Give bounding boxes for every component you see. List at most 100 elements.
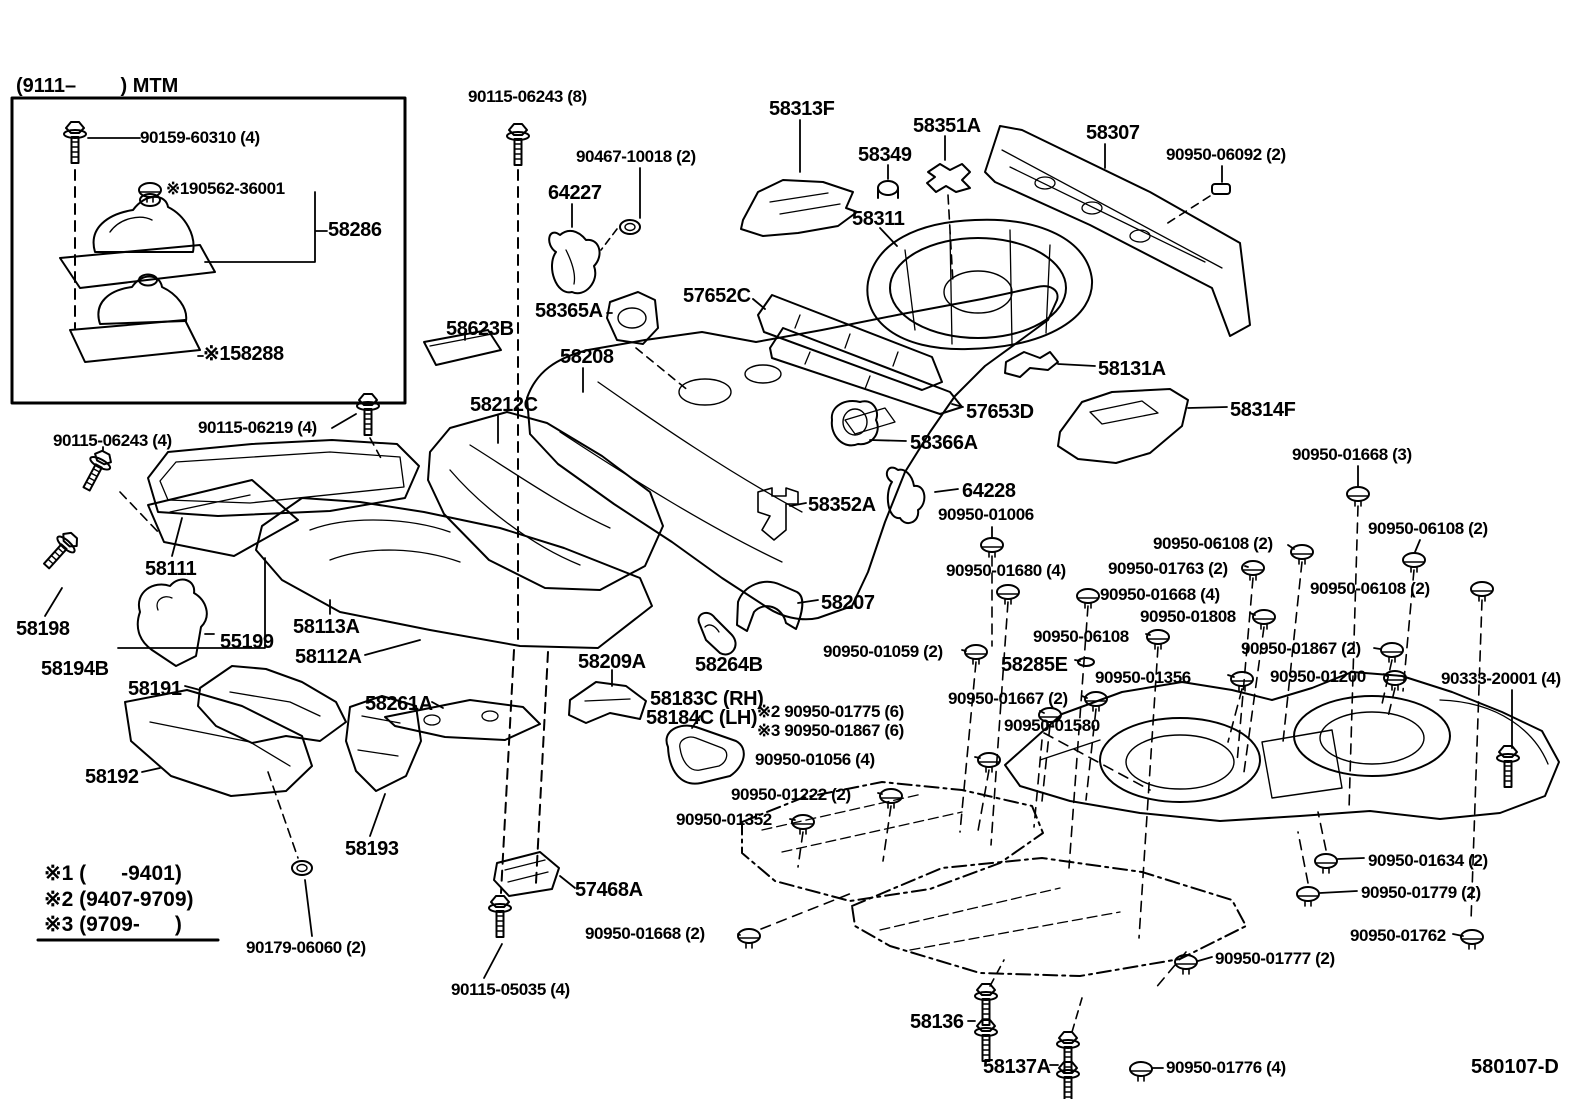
part-label: 57653D <box>966 401 1034 423</box>
part-label: 90950-01668 (3) <box>1292 445 1412 464</box>
part-57468A-plate <box>493 851 576 897</box>
part-58183C-58184C-pad <box>665 715 745 785</box>
part-label: 58313F <box>769 98 835 120</box>
part-58366A-grommet-ring <box>830 400 907 447</box>
part-58207-bracket <box>736 580 819 632</box>
grommet-icon <box>138 182 162 203</box>
grommet-icon <box>879 788 903 809</box>
part-label: 90159-60310 (4) <box>140 128 260 147</box>
bolt-icon <box>356 393 380 436</box>
bottom-fasteners <box>267 689 1520 1099</box>
part-label: 90950-01680 (4) <box>946 561 1066 580</box>
part-58352A-clip <box>757 487 807 541</box>
part-label: 58198 <box>16 618 70 640</box>
part-label: ※2 90950-01775 (6) <box>757 702 904 721</box>
grommet-icon <box>1314 853 1338 874</box>
part-label: 57468A <box>575 879 643 901</box>
part-64227-bracket <box>548 229 601 295</box>
part-58113A-58112A-floor-pans <box>255 497 653 656</box>
part-label: 90950-01200 <box>1270 667 1366 686</box>
fastener-90950-06092 <box>1162 165 1231 227</box>
part-rear-silencer-pad <box>851 857 1247 977</box>
part-label: 58314F <box>1230 399 1296 421</box>
grommet-icon <box>1230 671 1254 692</box>
grommet-icon <box>1174 954 1198 975</box>
grommet-icon <box>1241 560 1265 581</box>
part-58111-front-floor-pan <box>147 439 420 557</box>
part-57653D-brace <box>769 327 964 415</box>
part-label: 58192 <box>85 766 139 788</box>
part-label: 90950-01777 (2) <box>1215 949 1335 968</box>
part-label: 64228 <box>962 480 1016 502</box>
grommet-icon <box>1290 544 1314 565</box>
part-label: 57652C <box>683 285 751 307</box>
part-58261A-reinforcement <box>384 699 541 741</box>
part-label: 58112A <box>295 646 362 668</box>
part-label: ※3 (9709- ) <box>44 913 182 936</box>
part-55199-bracket <box>136 578 215 667</box>
dashed-lines <box>760 505 1483 991</box>
part-58314F-bracket <box>1057 388 1228 464</box>
part-label: 90950-01668 (2) <box>585 924 705 943</box>
part-58264B-clip <box>697 611 737 656</box>
part-label: 58349 <box>858 144 912 166</box>
part-label: 90950-01006 <box>938 505 1034 524</box>
grommet-icon <box>1129 1061 1153 1082</box>
part-label: 58264B <box>695 654 763 676</box>
part-58286-upper-boot <box>59 193 216 289</box>
part-label: ※158288 <box>203 343 284 365</box>
part-label: 90950-01059 (2) <box>823 642 943 661</box>
fastener-90115-06243-4 <box>75 446 161 535</box>
part-label: 58623B <box>446 318 514 340</box>
part-label: ※3 90950-01867 (6) <box>757 721 904 740</box>
grommet-icon <box>1346 486 1370 507</box>
part-58623B-pad <box>423 329 502 366</box>
part-label: 90950-01356 <box>1095 668 1191 687</box>
part-label: 58209A <box>578 651 646 673</box>
part-58208-center-floor-pan <box>526 285 1059 621</box>
part-58212C-front-floor-pan <box>427 411 664 591</box>
bolt-icon <box>75 446 117 496</box>
mtm-note: (9111– ) MTM <box>16 75 179 97</box>
part-label: 58113A <box>293 616 360 638</box>
part-label: 90950-01634 (2) <box>1368 851 1488 870</box>
part-label: 58352A <box>808 494 876 516</box>
part-label: 90950-06108 (2) <box>1153 534 1273 553</box>
grommet-icon <box>1402 552 1426 573</box>
part-58365A-plate <box>606 291 691 393</box>
part-57652C-brace <box>752 294 943 391</box>
grommet-icon <box>980 537 1004 558</box>
part-label: ※190562-36001 <box>166 179 285 198</box>
part-58349-plug <box>877 164 899 199</box>
bolt-icon <box>974 1019 998 1062</box>
fastener-90115-06219 <box>331 393 384 463</box>
part-label: 90950-01056 (4) <box>755 750 875 769</box>
part-label: 58136 <box>910 1011 964 1033</box>
part-label: 58311 <box>852 208 905 230</box>
part-label: 90115-06243 (4) <box>53 431 172 450</box>
part-label: 58194B <box>41 658 109 680</box>
clip-icon <box>1077 657 1095 667</box>
part-label: 90950-01668 (4) <box>1100 585 1220 604</box>
nut-icon <box>619 219 641 235</box>
part-label: 90115-06243 (8) <box>468 87 587 106</box>
part-label: 58365A <box>535 300 603 322</box>
part-label: 55199 <box>220 631 274 653</box>
part-label: 90950-01667 (2) <box>948 689 1068 708</box>
part-label: 90467-10018 (2) <box>576 147 696 166</box>
part-label: 58351A <box>913 115 981 137</box>
part-label: 58193 <box>345 838 399 860</box>
bolt-icon <box>1496 745 1520 788</box>
part-label: 58191 <box>128 678 182 700</box>
part-label: 90115-06219 (4) <box>198 418 317 437</box>
part-label: 90950-01762 <box>1350 926 1446 945</box>
leader-lines <box>737 465 1464 1069</box>
part-label: 58208 <box>560 346 614 368</box>
part-58198-bolt <box>37 527 84 617</box>
part-label: 90950-01808 <box>1140 607 1236 626</box>
part-label: 90950-06108 (2) <box>1368 519 1488 538</box>
part-label: 58286 <box>328 219 382 241</box>
part-label: 58111 <box>145 558 197 580</box>
